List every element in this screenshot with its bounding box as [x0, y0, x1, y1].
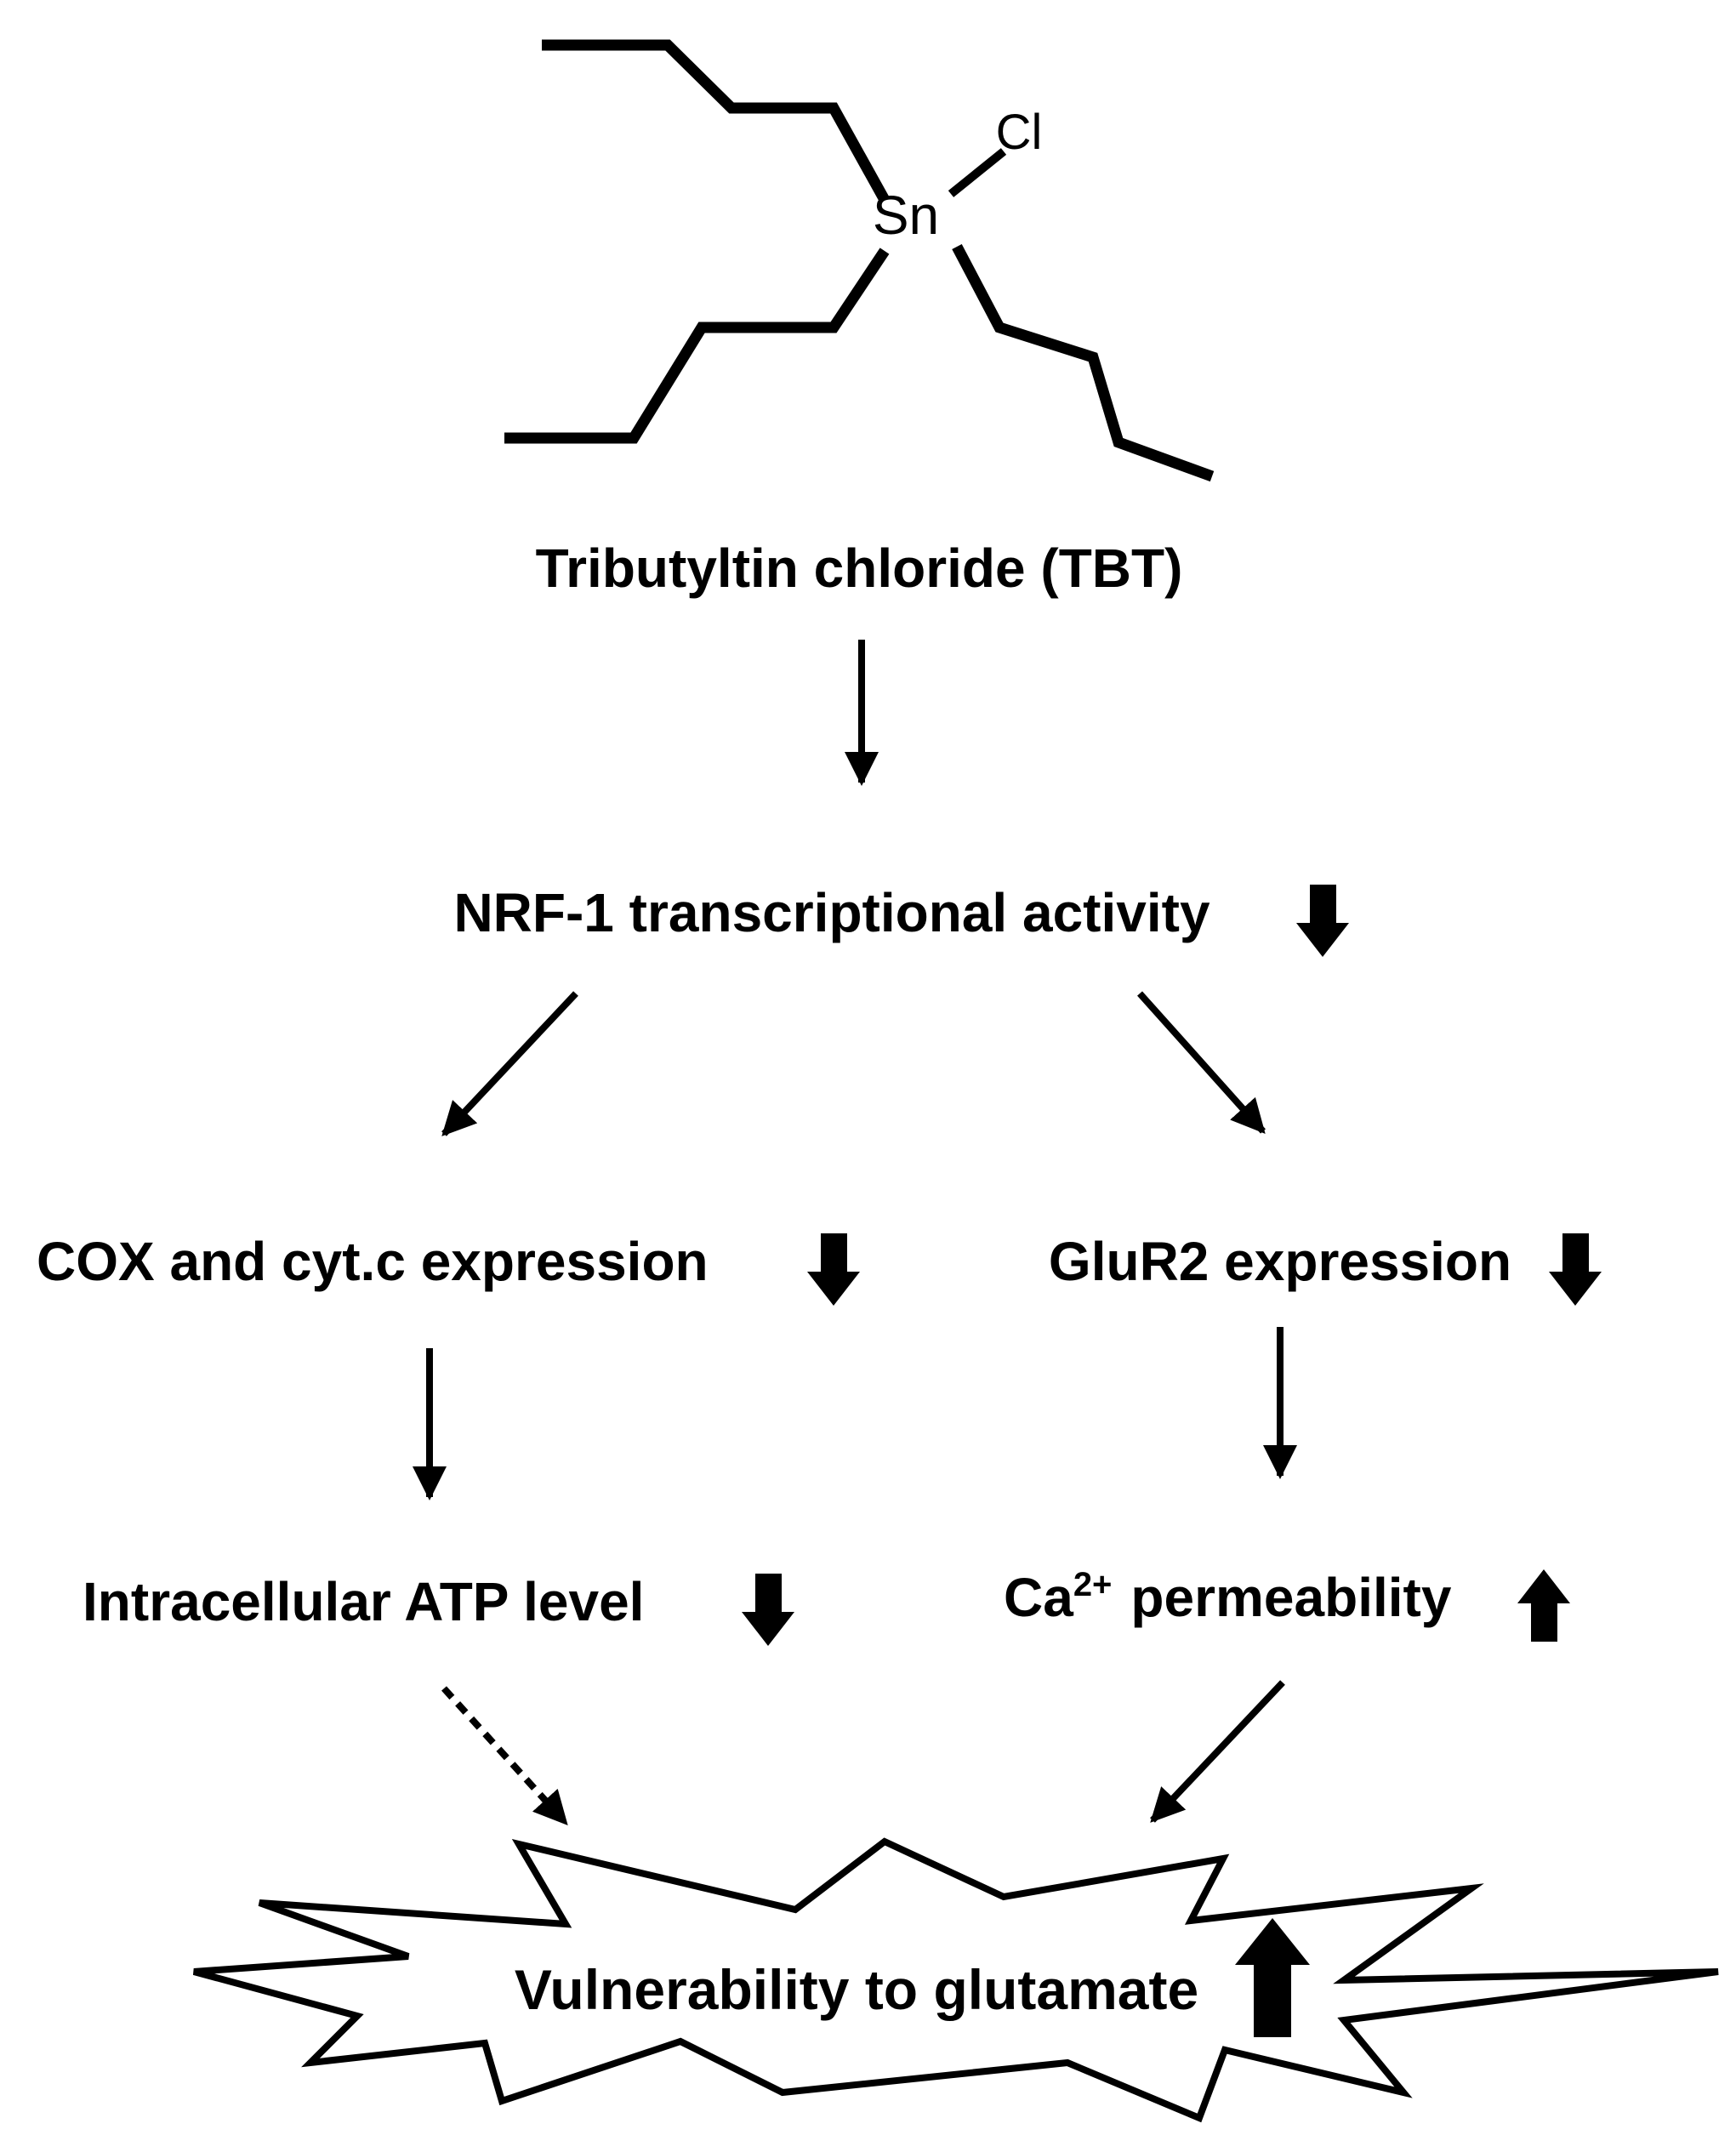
atp-decrease-indicator — [742, 1574, 794, 1646]
chlorine-atom-label: Cl — [996, 105, 1043, 160]
node-atp: Intracellular ATP level — [83, 1571, 644, 1632]
up-arrow-icon — [1517, 1569, 1570, 1642]
up-arrow-icon — [1235, 1918, 1310, 2037]
tbt-structure: Sn Cl — [504, 39, 1215, 482]
ca-symbol: Ca — [1004, 1567, 1073, 1628]
arrow-ca-to-vulnerability — [1150, 1680, 1285, 1823]
ca-increase-indicator — [1517, 1569, 1570, 1642]
connector-arrows — [413, 640, 1297, 1825]
butyl-chain-left — [504, 248, 890, 444]
glur2-decrease-indicator — [1549, 1233, 1602, 1306]
arrow-nrf1-to-glur2 — [1137, 991, 1266, 1134]
tin-atom-label: Sn — [873, 185, 939, 246]
cox-decrease-indicator — [807, 1233, 860, 1306]
node-ca-permeability: Ca2+ permeability — [1004, 1566, 1452, 1628]
node-tbt: Tributyltin chloride (TBT) — [536, 538, 1183, 599]
down-arrow-icon — [1549, 1233, 1602, 1306]
vulnerability-increase-indicator — [1235, 1918, 1310, 2037]
node-vulnerability: Vulnerability to glutamate — [515, 1958, 1198, 2021]
down-arrow-icon — [807, 1233, 860, 1306]
arrow-nrf1-to-cox — [441, 991, 578, 1136]
butyl-chain-top — [542, 39, 890, 203]
node-nrf1: NRF-1 transcriptional activity — [453, 882, 1210, 943]
sn-cl-bond — [948, 148, 1007, 197]
ca-charge: 2+ — [1073, 1566, 1113, 1603]
down-arrow-icon — [742, 1574, 794, 1646]
nrf1-decrease-indicator — [1296, 885, 1349, 957]
down-arrow-icon — [1296, 885, 1349, 957]
node-glur2: GluR2 expression — [1049, 1231, 1511, 1292]
vulnerability-burst — [192, 1837, 1719, 2123]
arrow-atp-to-vulnerability-dotted — [441, 1686, 568, 1825]
butyl-chain-right — [952, 243, 1215, 482]
node-cox-cytc: COX and cyt.c expression — [37, 1231, 709, 1292]
ca-permeability-text: permeability — [1130, 1567, 1451, 1628]
